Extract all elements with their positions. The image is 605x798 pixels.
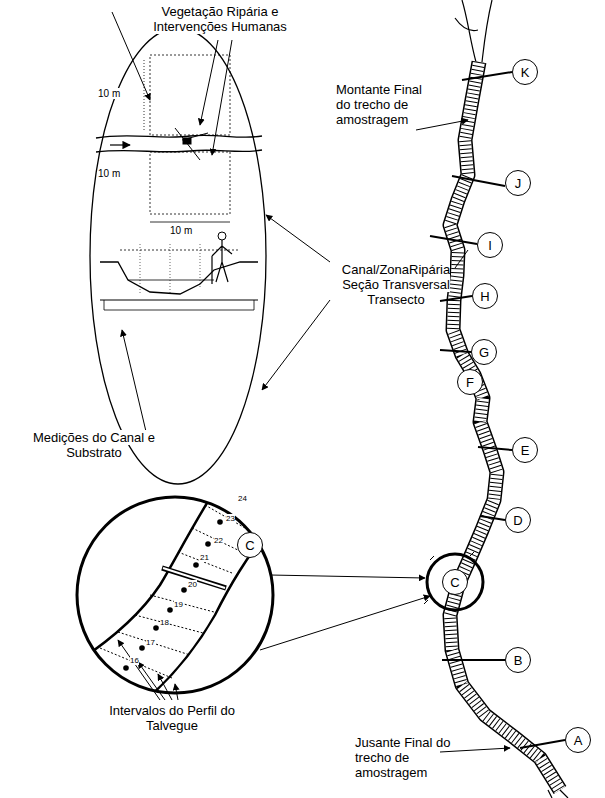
dimension-label-box: 10 m	[98, 168, 138, 180]
station-number: 21	[200, 553, 209, 562]
stream-water	[450, 62, 560, 790]
transect-label: J	[515, 176, 522, 191]
transect-letter: G	[471, 339, 497, 365]
callout-label: Intervalos do Perfil do Talvegue	[109, 703, 235, 733]
transect-label: I	[488, 238, 492, 253]
zoom-ring	[427, 554, 483, 610]
dimension-label: 10 m	[98, 88, 120, 99]
magnifier-circle	[77, 497, 273, 693]
transect-letter: B	[505, 647, 531, 673]
transect-label: E	[521, 443, 530, 458]
callout-label-box: Montante Final do trecho de amostragem	[336, 82, 436, 127]
transect-letter: A	[565, 727, 591, 753]
station-number: 20	[188, 580, 197, 589]
station-number-box: 17	[146, 638, 162, 647]
transect-label: A	[574, 733, 583, 748]
transect-label: C	[245, 538, 254, 553]
station-number: 23	[226, 514, 235, 523]
callout-label-box: Canal/ZonaRipária Seção Transversal Tran…	[326, 262, 466, 307]
station-number-box: 18	[160, 618, 176, 627]
transect-letter: K	[512, 59, 538, 85]
station-number-box: 24	[238, 494, 254, 503]
callout-label-box: Vegetação Ripária e Intervenções Humanas	[140, 4, 300, 34]
stream-bank	[450, 62, 560, 790]
station-number: 24	[238, 494, 247, 503]
transect-label: B	[514, 653, 523, 668]
station-number-box: 23	[226, 514, 242, 523]
callout-label: Montante Final do trecho de amostragem	[336, 82, 422, 127]
callout-label-box: Intervalos do Perfil do Talvegue	[92, 703, 252, 733]
dimension-label-box: 10 m	[170, 225, 210, 237]
inset-transect-letter: C	[237, 532, 263, 558]
transect-lines	[430, 72, 565, 748]
inset-oval	[90, 28, 266, 484]
station-number-box: 20	[188, 580, 204, 589]
callout-label: Vegetação Ripária e Intervenções Humanas	[153, 4, 287, 34]
transect-label: G	[479, 345, 489, 360]
station-number-box: 22	[214, 536, 230, 545]
stream-headwater	[455, 0, 492, 62]
callout-label: Medições do Canal e Substrato	[33, 430, 155, 460]
station-number-box: 16	[130, 656, 146, 665]
station-number: 17	[146, 638, 155, 647]
transect-label: H	[480, 289, 489, 304]
transect-label: C	[450, 575, 459, 590]
plan-sketch	[96, 55, 262, 222]
callout-label-box: Jusante Final do trecho de amostragem	[355, 735, 475, 780]
transect-letter: F	[457, 369, 483, 395]
transect-letter: D	[505, 507, 531, 533]
profile-ticks	[424, 552, 474, 604]
transect-letter: I	[477, 232, 503, 258]
transect-letter: J	[505, 170, 531, 196]
magnified-stream	[80, 480, 275, 705]
station-number: 19	[174, 600, 183, 609]
station-number: 16	[130, 656, 139, 665]
station-number: 22	[214, 536, 223, 545]
dimension-label: 10 m	[170, 225, 192, 236]
transect-label: K	[521, 65, 530, 80]
dimension-label: 10 m	[98, 168, 120, 179]
cross-section-sketch	[100, 232, 258, 310]
leader-lines	[112, 12, 510, 752]
station-number-box: 19	[174, 600, 190, 609]
callout-label: Jusante Final do trecho de amostragem	[355, 735, 450, 780]
callout-label-box: Medições do Canal e Substrato	[30, 430, 158, 460]
station-number: 18	[160, 618, 169, 627]
transect-label: F	[466, 375, 474, 390]
transect-letter: E	[512, 437, 538, 463]
transect-letter: H	[472, 283, 498, 309]
station-number-box: 21	[200, 553, 216, 562]
transect-letter: C	[442, 569, 468, 595]
stream-outlet	[548, 790, 568, 798]
dimension-label-box: 10 m	[98, 88, 138, 100]
callout-label: Canal/ZonaRipária Seção Transversal Tran…	[342, 262, 450, 307]
stream-hatching	[450, 62, 560, 790]
transect-label: D	[513, 513, 522, 528]
stream-band	[450, 62, 568, 798]
